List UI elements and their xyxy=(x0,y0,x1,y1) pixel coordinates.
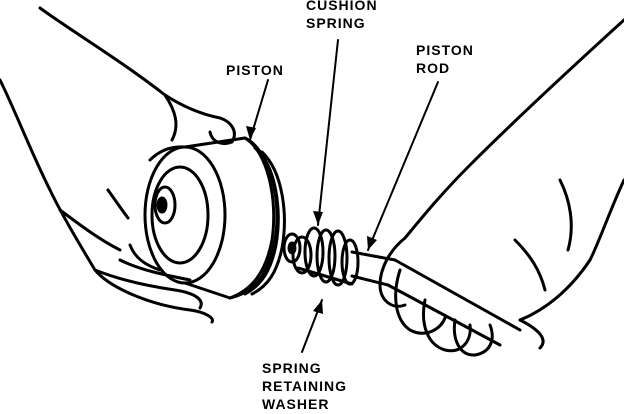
left-hand xyxy=(0,6,236,324)
piston-rod-label-line-2: ROD xyxy=(416,60,451,76)
spring-retaining-washer-label-line-1: SPRING xyxy=(262,360,322,376)
piston-label: PISTON xyxy=(226,61,284,79)
cushion-spring xyxy=(282,226,360,287)
spring-retaining-washer-label: SPRING RETAINING WASHER xyxy=(262,359,347,413)
piston-label-line-1: PISTON xyxy=(226,62,284,78)
spring-retaining-washer-label-line-2: RETAINING xyxy=(262,378,347,394)
leader-lines xyxy=(246,39,439,353)
cushion-spring-label: CUSHION SPRING xyxy=(306,0,378,32)
cushion-spring-label-line-1: CUSHION xyxy=(306,0,378,13)
piston-rod-label-line-1: PISTON xyxy=(416,42,474,58)
right-hand xyxy=(378,18,624,357)
spring-retaining-washer-label-line-3: WASHER xyxy=(262,396,330,412)
piston-rod-label: PISTON ROD xyxy=(416,41,474,77)
piston-rod xyxy=(350,250,522,347)
piston xyxy=(143,136,286,300)
cushion-spring-label-line-2: SPRING xyxy=(306,15,366,31)
